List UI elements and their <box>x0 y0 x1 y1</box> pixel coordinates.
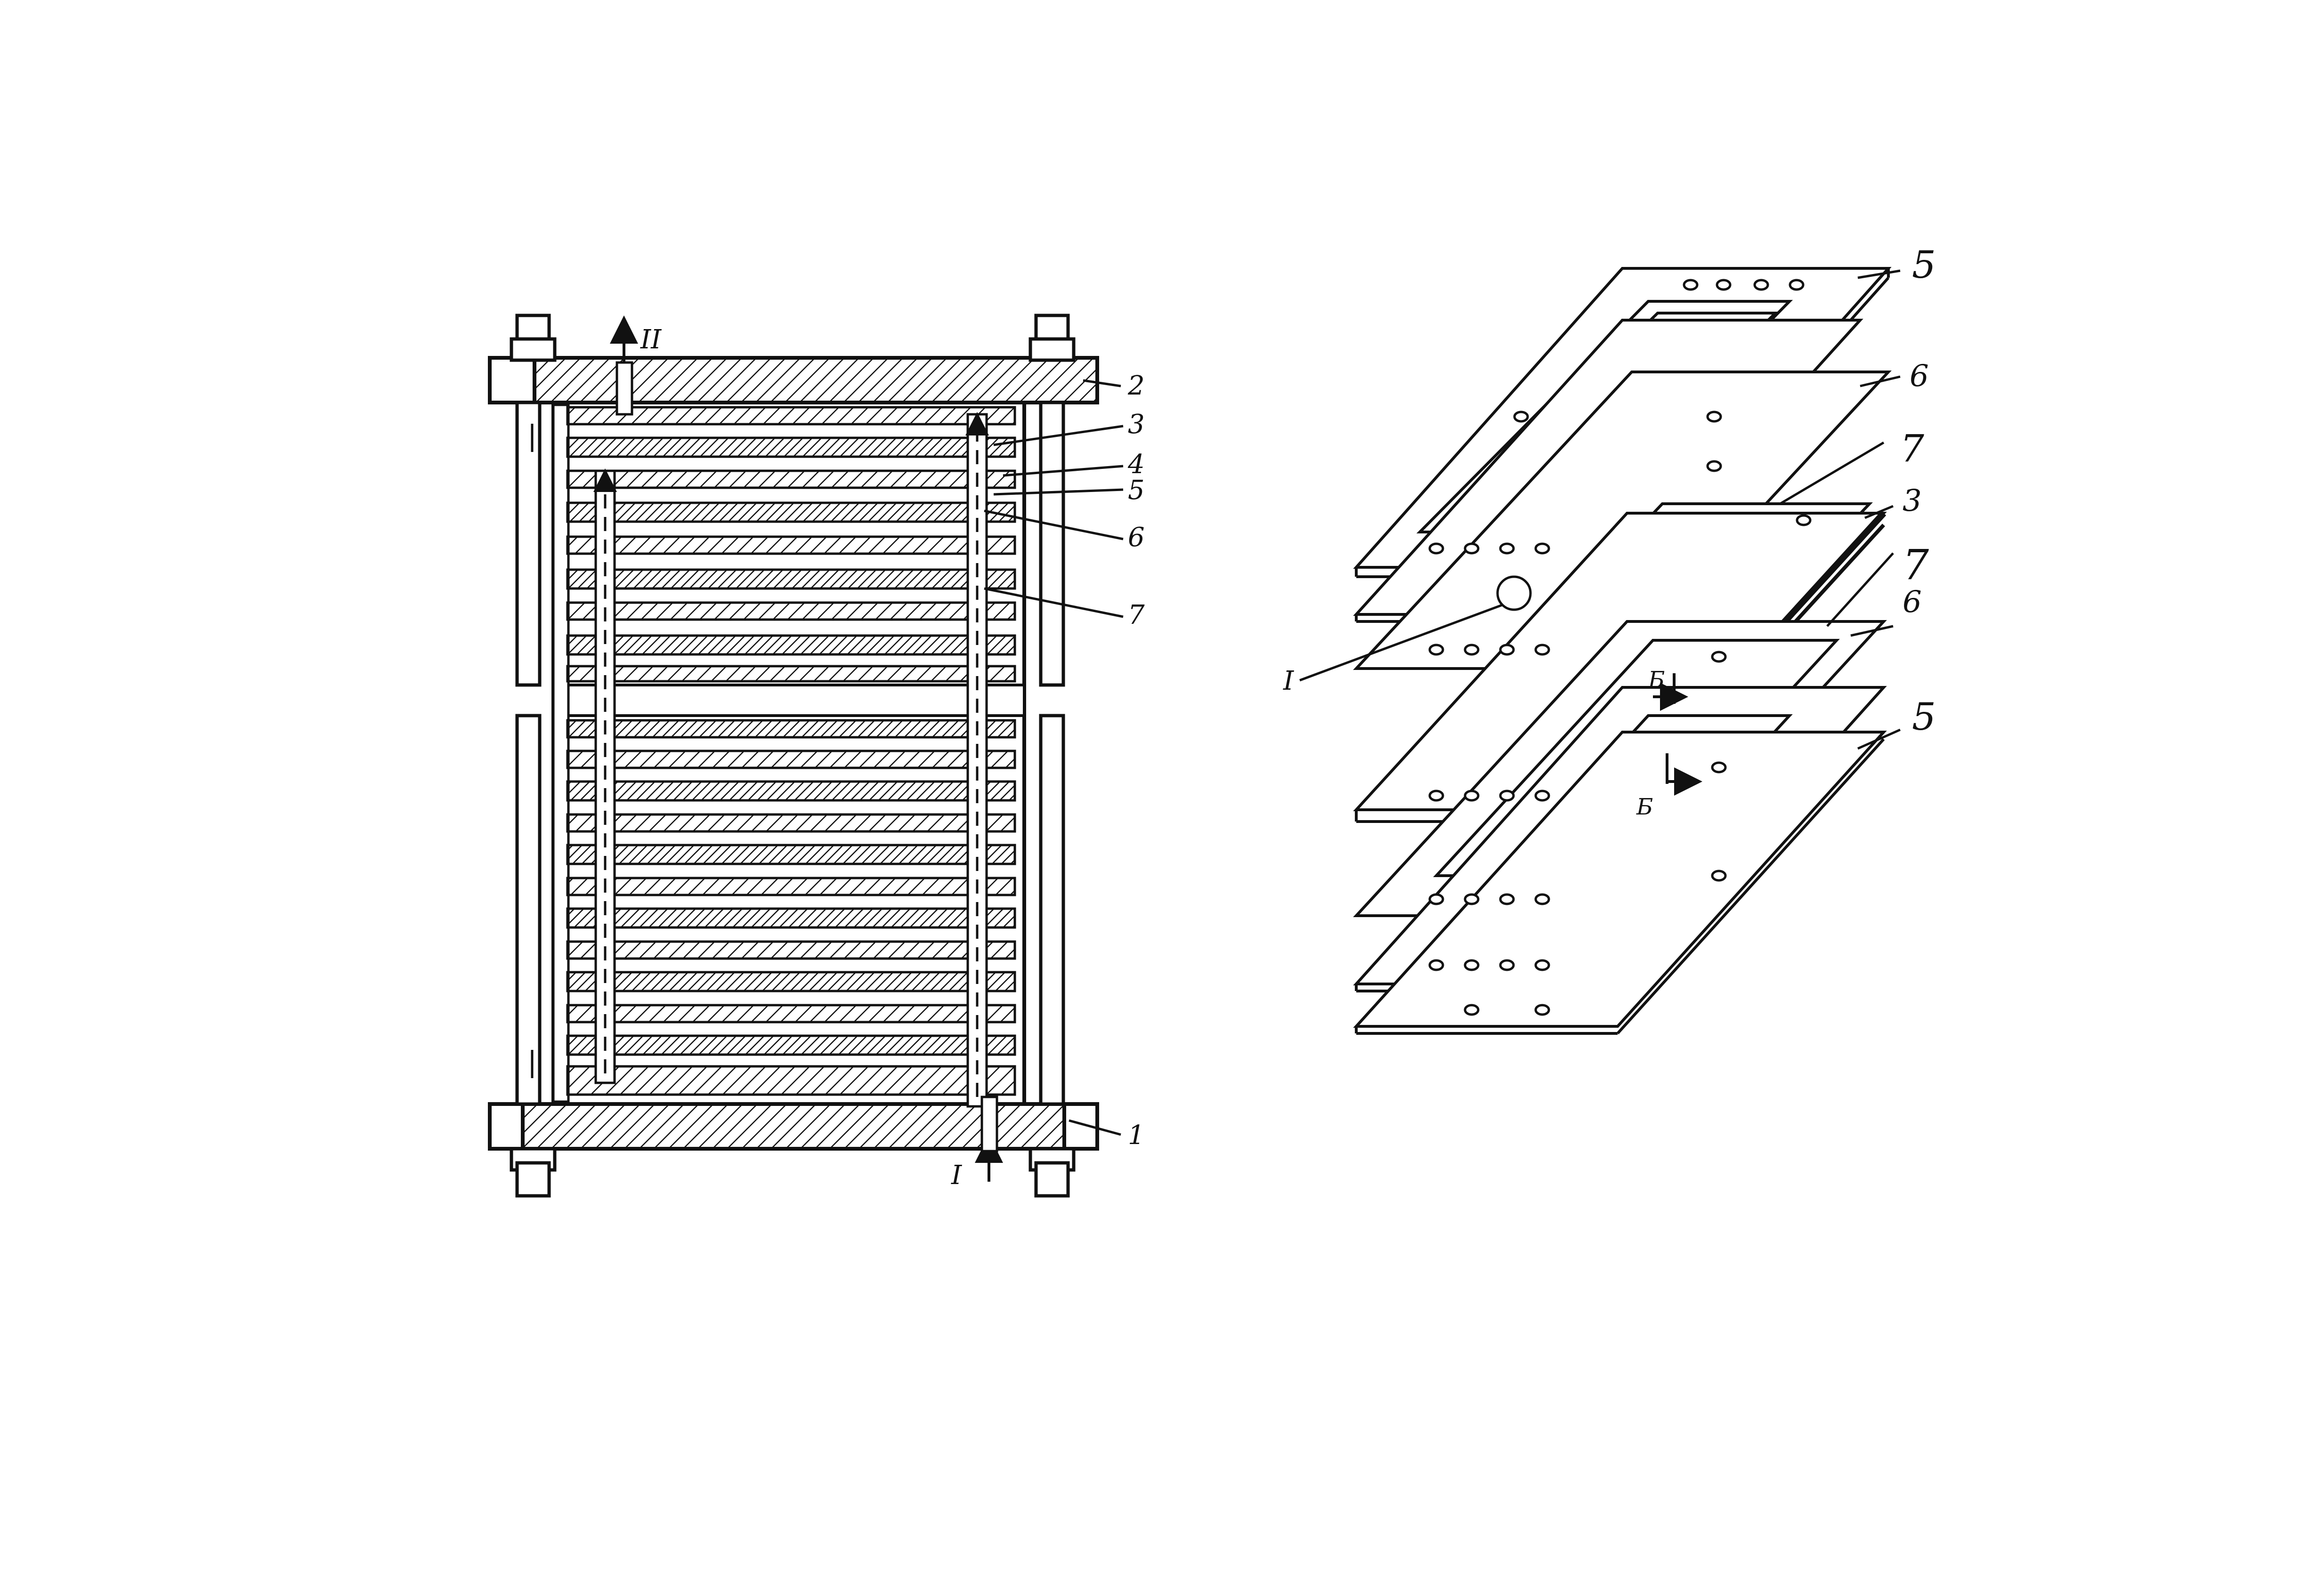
right-leader-lines <box>1299 269 1901 750</box>
iso-callout-3: 3 <box>1903 484 1922 518</box>
port-holes <box>1428 279 1812 1016</box>
iso-callout-7-top: 7 <box>1900 427 1924 470</box>
inlet-pipe <box>975 1096 1003 1182</box>
detail-label: I <box>1283 666 1295 696</box>
outlet-pipe <box>610 315 638 416</box>
detail-circle <box>1496 575 1532 611</box>
outlet-flow-label: II <box>640 324 662 355</box>
plate-stack-lower <box>566 719 1016 1096</box>
section-label-bottom: Б <box>1636 794 1653 820</box>
plate-stack-upper <box>566 406 1016 683</box>
section-marks <box>1653 673 1702 796</box>
exploded-plate-view <box>1299 267 1901 1035</box>
bottom-pressure-plate <box>488 1102 1099 1151</box>
tie-bolt-right <box>1028 314 1076 1198</box>
right-flow-channel <box>965 412 989 1108</box>
gasket-plate-bottom <box>1353 731 1887 1035</box>
top-pressure-plate <box>488 356 1099 404</box>
callout-5: 5 <box>1128 475 1145 506</box>
iso-callout-7-lower: 7 <box>1903 540 1929 589</box>
callout-6: 6 <box>1128 522 1145 553</box>
iso-callout-5-lower: 5 <box>1912 695 1936 739</box>
inlet-flow-label: I <box>951 1160 963 1191</box>
iso-callout-6-top: 6 <box>1910 359 1929 394</box>
sectional-assembly-view <box>488 314 1124 1198</box>
left-flow-channel <box>593 468 617 1084</box>
callout-4: 4 <box>1127 449 1145 480</box>
iso-callout-6-lower: 6 <box>1903 585 1922 620</box>
left-collector-channel <box>552 403 570 1103</box>
section-label-top: Б <box>1648 667 1665 693</box>
callout-3: 3 <box>1128 409 1145 440</box>
tie-bolt-left <box>510 314 557 1198</box>
callout-2: 2 <box>1127 371 1145 401</box>
iso-callout-5-top: 5 <box>1912 243 1936 287</box>
left-leader-lines <box>984 379 1124 1136</box>
callout-1: 1 <box>1128 1120 1145 1151</box>
callout-7: 7 <box>1128 600 1145 630</box>
